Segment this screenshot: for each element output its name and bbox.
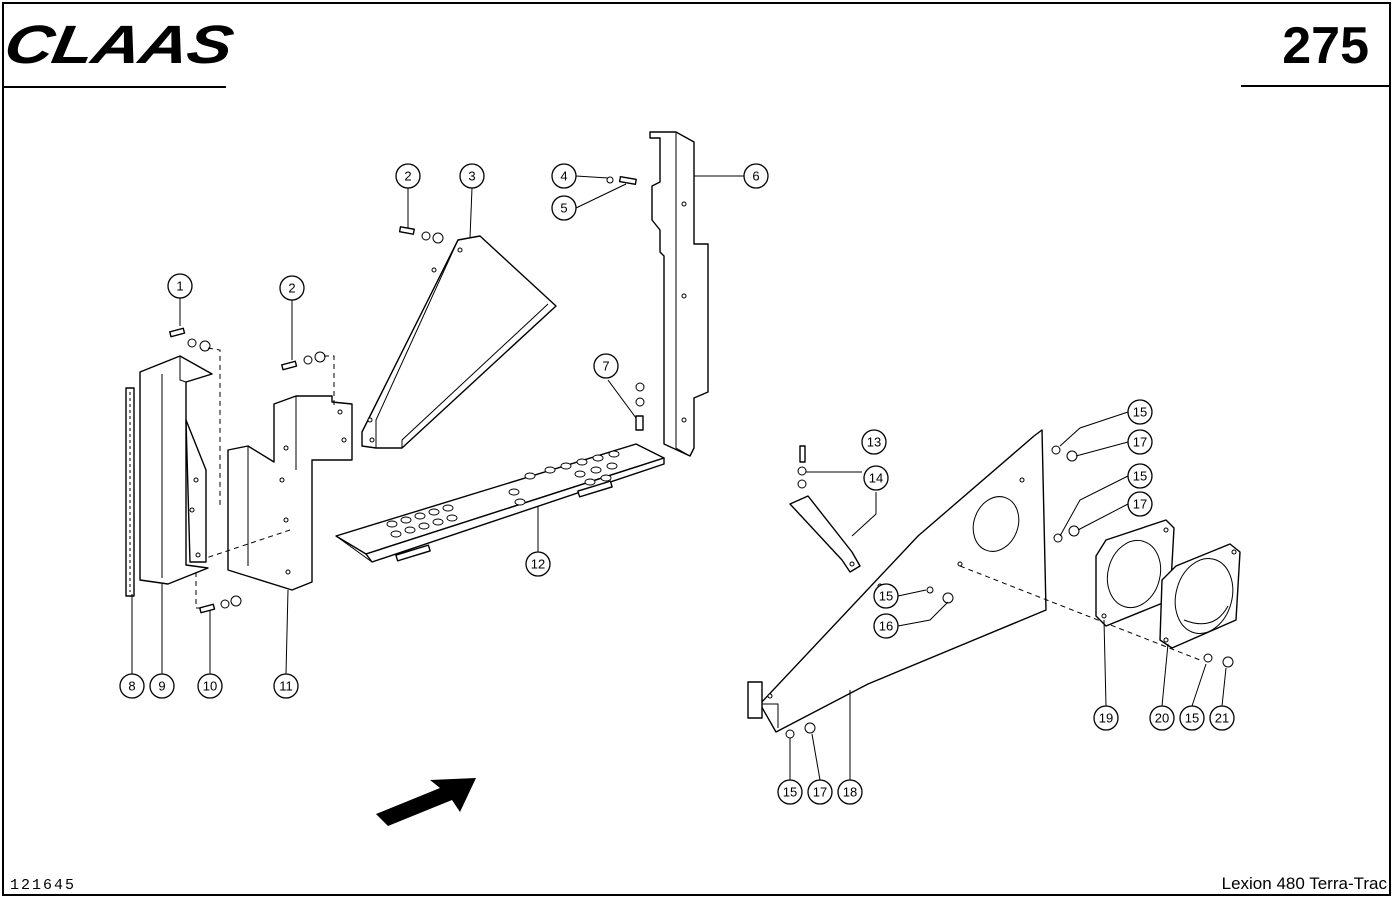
part-12-perforated-plate bbox=[335, 443, 665, 563]
part-6-vertical-bracket bbox=[649, 131, 709, 457]
svg-text:5: 5 bbox=[560, 201, 567, 216]
callout-7: 7 bbox=[593, 353, 619, 379]
part-20-dome-cover bbox=[1159, 543, 1241, 649]
callout-4: 4 bbox=[551, 163, 577, 189]
svg-text:8: 8 bbox=[128, 679, 135, 694]
svg-text:9: 9 bbox=[158, 679, 165, 694]
callout-17a: 17 bbox=[1127, 429, 1153, 455]
svg-text:1: 1 bbox=[176, 279, 183, 294]
svg-text:17: 17 bbox=[1133, 497, 1147, 512]
part-9-cover-panel bbox=[139, 355, 213, 585]
svg-text:15: 15 bbox=[783, 785, 797, 800]
part-7-bolt bbox=[635, 382, 645, 431]
svg-text:21: 21 bbox=[1215, 711, 1229, 726]
part-15-16-17-fasteners bbox=[785, 445, 1234, 739]
callout-leaders bbox=[131, 175, 1227, 781]
callout-12: 12 bbox=[525, 551, 551, 577]
machine-model: Lexion 480 Terra-Trac bbox=[1221, 874, 1387, 893]
part-2-bolt-a bbox=[281, 351, 335, 408]
svg-text:15: 15 bbox=[1133, 469, 1147, 484]
page-number: 275 bbox=[1282, 17, 1369, 75]
callout-5: 5 bbox=[551, 195, 577, 221]
svg-text:17: 17 bbox=[1133, 435, 1147, 450]
part-8-strip bbox=[125, 387, 135, 597]
svg-text:12: 12 bbox=[531, 557, 545, 572]
callout-18: 18 bbox=[837, 779, 863, 805]
svg-text:18: 18 bbox=[843, 785, 857, 800]
callout-17b: 17 bbox=[1127, 491, 1153, 517]
callout-16: 16 bbox=[873, 613, 899, 639]
svg-text:17: 17 bbox=[813, 785, 827, 800]
svg-text:20: 20 bbox=[1155, 711, 1169, 726]
part-18-large-plate bbox=[747, 429, 1201, 733]
callout-13: 13 bbox=[861, 429, 887, 455]
svg-text:11: 11 bbox=[279, 679, 293, 694]
svg-text:15: 15 bbox=[1185, 711, 1199, 726]
svg-text:19: 19 bbox=[1099, 711, 1113, 726]
callout-15d: 15 bbox=[777, 779, 803, 805]
direction-arrow bbox=[376, 778, 476, 826]
part-11-bracket bbox=[205, 395, 353, 591]
part-3-triangular-plate bbox=[361, 235, 557, 449]
part-13-bolt bbox=[797, 445, 807, 489]
svg-text:14: 14 bbox=[869, 471, 883, 486]
callout-17c: 17 bbox=[807, 779, 833, 805]
callout-19: 19 bbox=[1093, 705, 1119, 731]
svg-text:4: 4 bbox=[560, 169, 567, 184]
drawing-number: 121645 bbox=[10, 877, 77, 894]
callout-2a: 2 bbox=[279, 275, 305, 301]
svg-text:7: 7 bbox=[602, 359, 609, 374]
page-number-underline bbox=[1241, 85, 1391, 87]
part-1-bolt bbox=[169, 327, 221, 505]
callout-21: 21 bbox=[1209, 705, 1235, 731]
callout-20: 20 bbox=[1149, 705, 1175, 731]
callout-8: 8 bbox=[119, 673, 145, 699]
callout-2b: 2 bbox=[395, 163, 421, 189]
callout-9: 9 bbox=[149, 673, 175, 699]
callout-15e: 15 bbox=[1179, 705, 1205, 731]
callout-1: 1 bbox=[167, 273, 193, 299]
part-10-bolt bbox=[195, 572, 242, 614]
part-4-5-fastener bbox=[606, 175, 637, 186]
logo-underline bbox=[2, 86, 226, 88]
part-2-bolt-b bbox=[398, 226, 444, 244]
svg-text:2: 2 bbox=[288, 281, 295, 296]
svg-text:16: 16 bbox=[879, 619, 893, 634]
callout-14: 14 bbox=[863, 465, 889, 491]
callout-3: 3 bbox=[459, 163, 485, 189]
svg-text:15: 15 bbox=[879, 589, 893, 604]
callout-10: 10 bbox=[197, 673, 223, 699]
part-19-gasket bbox=[1095, 519, 1175, 627]
svg-text:6: 6 bbox=[752, 169, 759, 184]
callout-11: 11 bbox=[273, 673, 299, 699]
svg-text:15: 15 bbox=[1133, 405, 1147, 420]
svg-text:2: 2 bbox=[404, 169, 411, 184]
callout-15a: 15 bbox=[1127, 399, 1153, 425]
callout-15c: 15 bbox=[873, 583, 899, 609]
callout-15b: 15 bbox=[1127, 463, 1153, 489]
part-14-clip bbox=[789, 495, 861, 573]
svg-text:10: 10 bbox=[203, 679, 217, 694]
svg-text:3: 3 bbox=[468, 169, 475, 184]
svg-text:13: 13 bbox=[867, 435, 881, 450]
callout-6: 6 bbox=[743, 163, 769, 189]
